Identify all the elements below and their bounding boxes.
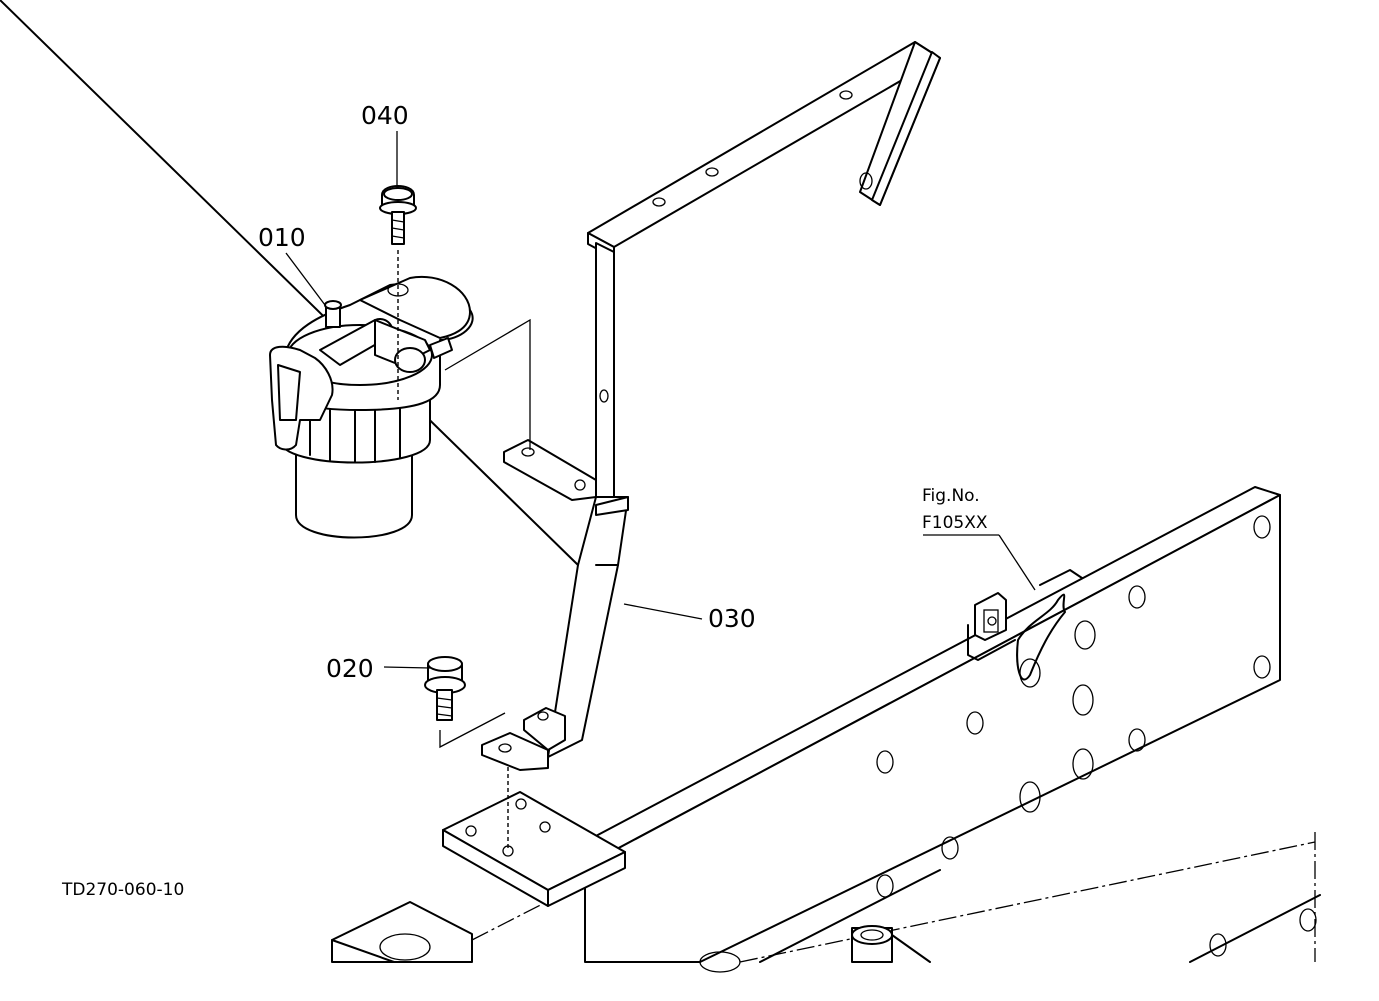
part-label-010: 010 — [258, 223, 306, 252]
mount-block — [331, 894, 561, 963]
bolt-040 — [379, 185, 417, 245]
leader-lines — [285, 131, 1036, 669]
clip — [967, 592, 1016, 661]
part-label-030: 030 — [708, 604, 756, 633]
bracket-030 — [0, 0, 941, 771]
part-label-040: 040 — [361, 101, 409, 130]
mount-plate — [442, 760, 626, 907]
frame-rail — [559, 486, 1281, 963]
lower-rail — [699, 832, 1321, 973]
figure-ref-line1: Fig.No. — [922, 486, 980, 506]
bolt-020 — [424, 656, 506, 749]
figure-ref-line2: F105XX — [922, 513, 988, 533]
fuel-filter-010 — [269, 250, 474, 539]
part-label-020: 020 — [326, 654, 374, 683]
diagram-code: TD270-060-10 — [61, 880, 184, 900]
